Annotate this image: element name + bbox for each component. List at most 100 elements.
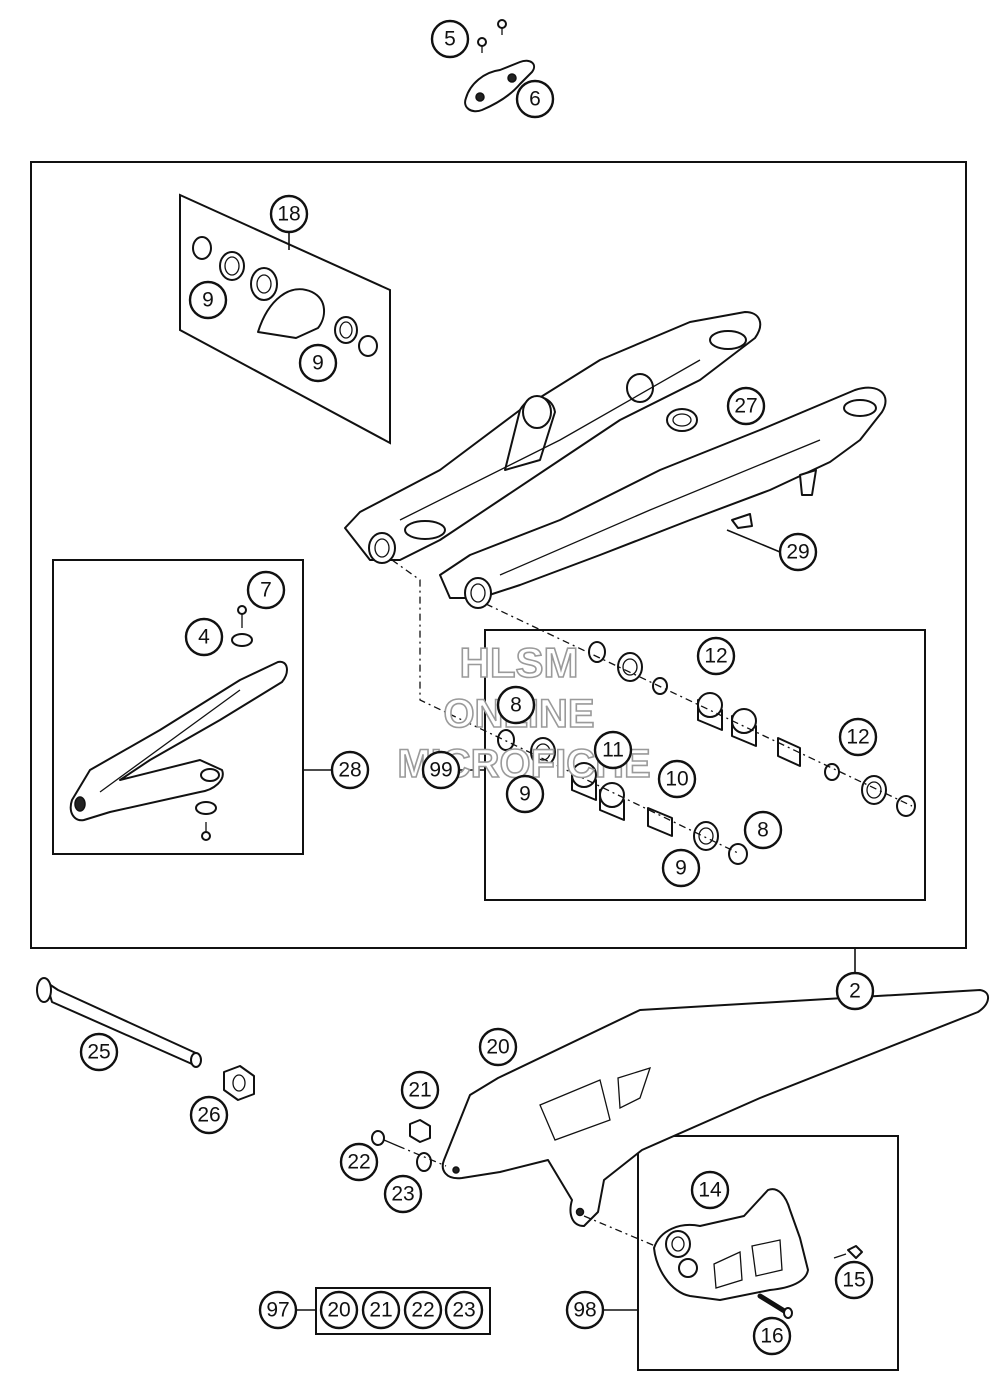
callout-2[interactable]: 2 [835, 971, 875, 1011]
axis-lines [391, 559, 913, 855]
svg-text:11: 11 [602, 739, 624, 762]
callout-11[interactable]: 11 [593, 730, 633, 770]
svg-text:6: 6 [529, 88, 541, 111]
callout-97[interactable]: 97 [258, 1290, 298, 1330]
chain-slider-28 [69, 660, 288, 822]
svg-text:8: 8 [510, 694, 522, 717]
callout-9d[interactable]: 9 [661, 848, 701, 888]
svg-text:15: 15 [842, 1269, 865, 1292]
svg-text:2: 2 [849, 980, 861, 1003]
screw-7 [237, 605, 247, 628]
svg-text:22: 22 [347, 1151, 370, 1174]
svg-text:9: 9 [202, 289, 214, 312]
kit-98-frame [637, 1135, 899, 1371]
callout-9c[interactable]: 9 [505, 774, 545, 814]
main-assembly-frame [30, 161, 967, 949]
callout-97-22[interactable]: 22 [403, 1290, 443, 1330]
svg-text:21: 21 [369, 1299, 392, 1322]
callout-18[interactable]: 18 [269, 194, 309, 234]
swingarm [344, 311, 887, 609]
callout-99[interactable]: 99 [421, 750, 461, 790]
callout-14[interactable]: 14 [690, 1170, 730, 1210]
callout-22[interactable]: 22 [339, 1142, 379, 1182]
callout-16[interactable]: 16 [752, 1316, 792, 1356]
svg-text:18: 18 [277, 203, 300, 226]
svg-text:14: 14 [698, 1179, 722, 1202]
callout-29[interactable]: 29 [778, 532, 818, 572]
svg-text:98: 98 [573, 1299, 596, 1322]
svg-text:29: 29 [786, 541, 809, 564]
callout-28[interactable]: 28 [330, 750, 370, 790]
kit-28-frame [52, 559, 304, 855]
callout-20[interactable]: 20 [478, 1027, 518, 1067]
swingarm-pivot-axle [36, 977, 202, 1068]
svg-text:28: 28 [338, 759, 361, 782]
svg-text:9: 9 [519, 783, 531, 806]
callout-5[interactable]: 5 [430, 19, 470, 59]
svg-text:21: 21 [408, 1079, 431, 1102]
callout-6[interactable]: 6 [515, 79, 555, 119]
kit-97-frame [315, 1287, 491, 1335]
svg-text:7: 7 [260, 579, 272, 602]
svg-text:26: 26 [197, 1104, 220, 1127]
washer-23 [416, 1152, 432, 1172]
chain-slider-plate [464, 59, 536, 113]
screw-5a [477, 37, 487, 53]
callout-97-21[interactable]: 21 [361, 1290, 401, 1330]
leader-lines [288, 233, 856, 1311]
chain-guide-14 [653, 1188, 809, 1301]
callout-27[interactable]: 27 [726, 386, 766, 426]
screw-22 [371, 1130, 399, 1147]
callout-8a[interactable]: 8 [496, 685, 536, 725]
kit-18-frame [179, 193, 391, 445]
svg-text:97: 97 [266, 1299, 289, 1322]
screw-bottom-28 [201, 822, 211, 841]
callout-8b[interactable]: 8 [743, 810, 783, 850]
callout-9b[interactable]: 9 [298, 343, 338, 383]
callout-21[interactable]: 21 [400, 1070, 440, 1110]
bushing-27 [666, 408, 698, 432]
callout-4[interactable]: 4 [184, 617, 224, 657]
kit-18-parts [192, 236, 378, 357]
callout-97-23[interactable]: 23 [444, 1290, 484, 1330]
callout-10[interactable]: 10 [657, 759, 697, 799]
pin-16 [757, 1293, 793, 1319]
washer-bottom-28 [195, 801, 217, 815]
svg-text:23: 23 [452, 1299, 475, 1322]
callout-7[interactable]: 7 [246, 570, 286, 610]
watermark-line-1: HLSM [460, 639, 579, 686]
svg-text:16: 16 [760, 1325, 783, 1348]
svg-text:12: 12 [846, 726, 869, 749]
callout-23[interactable]: 23 [383, 1174, 423, 1214]
callout-98[interactable]: 98 [565, 1290, 605, 1330]
svg-text:20: 20 [486, 1036, 509, 1059]
callout-97-20[interactable]: 20 [319, 1290, 359, 1330]
screw-5b [497, 19, 507, 35]
bearing-kit-frame [484, 629, 926, 901]
callout-12a[interactable]: 12 [696, 636, 736, 676]
svg-text:23: 23 [391, 1183, 414, 1206]
svg-text:8: 8 [757, 819, 769, 842]
bearing-kit-parts [497, 641, 916, 865]
svg-text:9: 9 [675, 857, 687, 880]
chain-guard-20 [441, 989, 989, 1227]
svg-text:22: 22 [411, 1299, 434, 1322]
svg-text:27: 27 [734, 395, 757, 418]
washer-4 [231, 633, 253, 647]
callout-15[interactable]: 15 [834, 1260, 874, 1300]
screw-15 [833, 1245, 863, 1259]
callout-25[interactable]: 25 [79, 1032, 119, 1072]
svg-text:5: 5 [444, 28, 456, 51]
svg-text:20: 20 [327, 1299, 350, 1322]
svg-text:4: 4 [198, 626, 210, 649]
callout-9a[interactable]: 9 [188, 280, 228, 320]
svg-text:10: 10 [665, 768, 688, 791]
svg-text:9: 9 [312, 352, 324, 375]
nut-26 [223, 1065, 255, 1101]
svg-text:25: 25 [87, 1041, 110, 1064]
svg-text:12: 12 [704, 645, 727, 668]
callout-26[interactable]: 26 [189, 1095, 229, 1135]
svg-text:99: 99 [429, 759, 452, 782]
callout-12b[interactable]: 12 [838, 717, 878, 757]
